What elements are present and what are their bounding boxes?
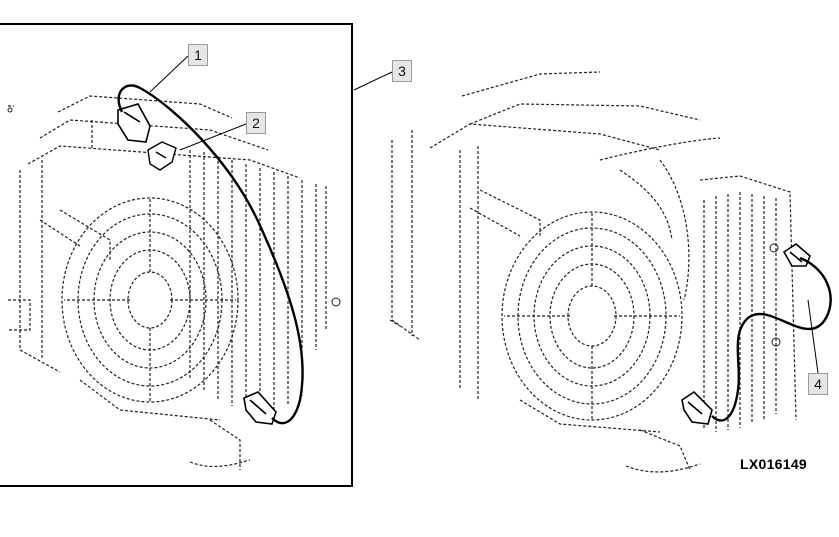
inset-frame [0, 23, 353, 487]
right-fan-assembly [389, 71, 797, 473]
callout-label-4: 4 [808, 373, 828, 395]
callout-label-2: 2 [246, 112, 266, 134]
left-fan-assembly [8, 95, 327, 470]
left-fan-bolts [7, 107, 341, 307]
right-connector-lower [681, 390, 713, 425]
leader-line-4 [807, 299, 819, 374]
leader-line-1 [149, 55, 189, 93]
right-cable-part-4 [711, 256, 832, 422]
right-connector-upper [782, 242, 811, 267]
inset-panel [0, 23, 353, 487]
leader-line-2 [179, 123, 247, 151]
left-cable [117, 84, 304, 425]
right-fan-bolts [769, 243, 781, 347]
figure-reference-code: LX016149 [740, 456, 808, 472]
left-connector-upper [117, 103, 151, 143]
callout-label-3: 3 [392, 60, 412, 82]
left-clip-part-2 [147, 141, 177, 171]
callout-label-1: 1 [188, 44, 208, 66]
left-connector-lower [243, 391, 277, 425]
leader-line-3 [353, 71, 393, 91]
